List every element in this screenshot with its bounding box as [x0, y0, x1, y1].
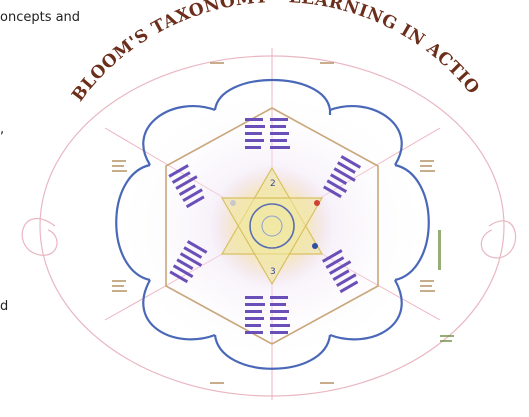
- marker-dot-right: [314, 200, 320, 206]
- center-number-top: 2: [270, 179, 276, 189]
- marker-dot-lower-right: [312, 243, 318, 249]
- outer-annotations-green: [438, 230, 454, 342]
- marker-dot-left: [230, 200, 236, 206]
- center-number-bottom: 3: [270, 267, 276, 277]
